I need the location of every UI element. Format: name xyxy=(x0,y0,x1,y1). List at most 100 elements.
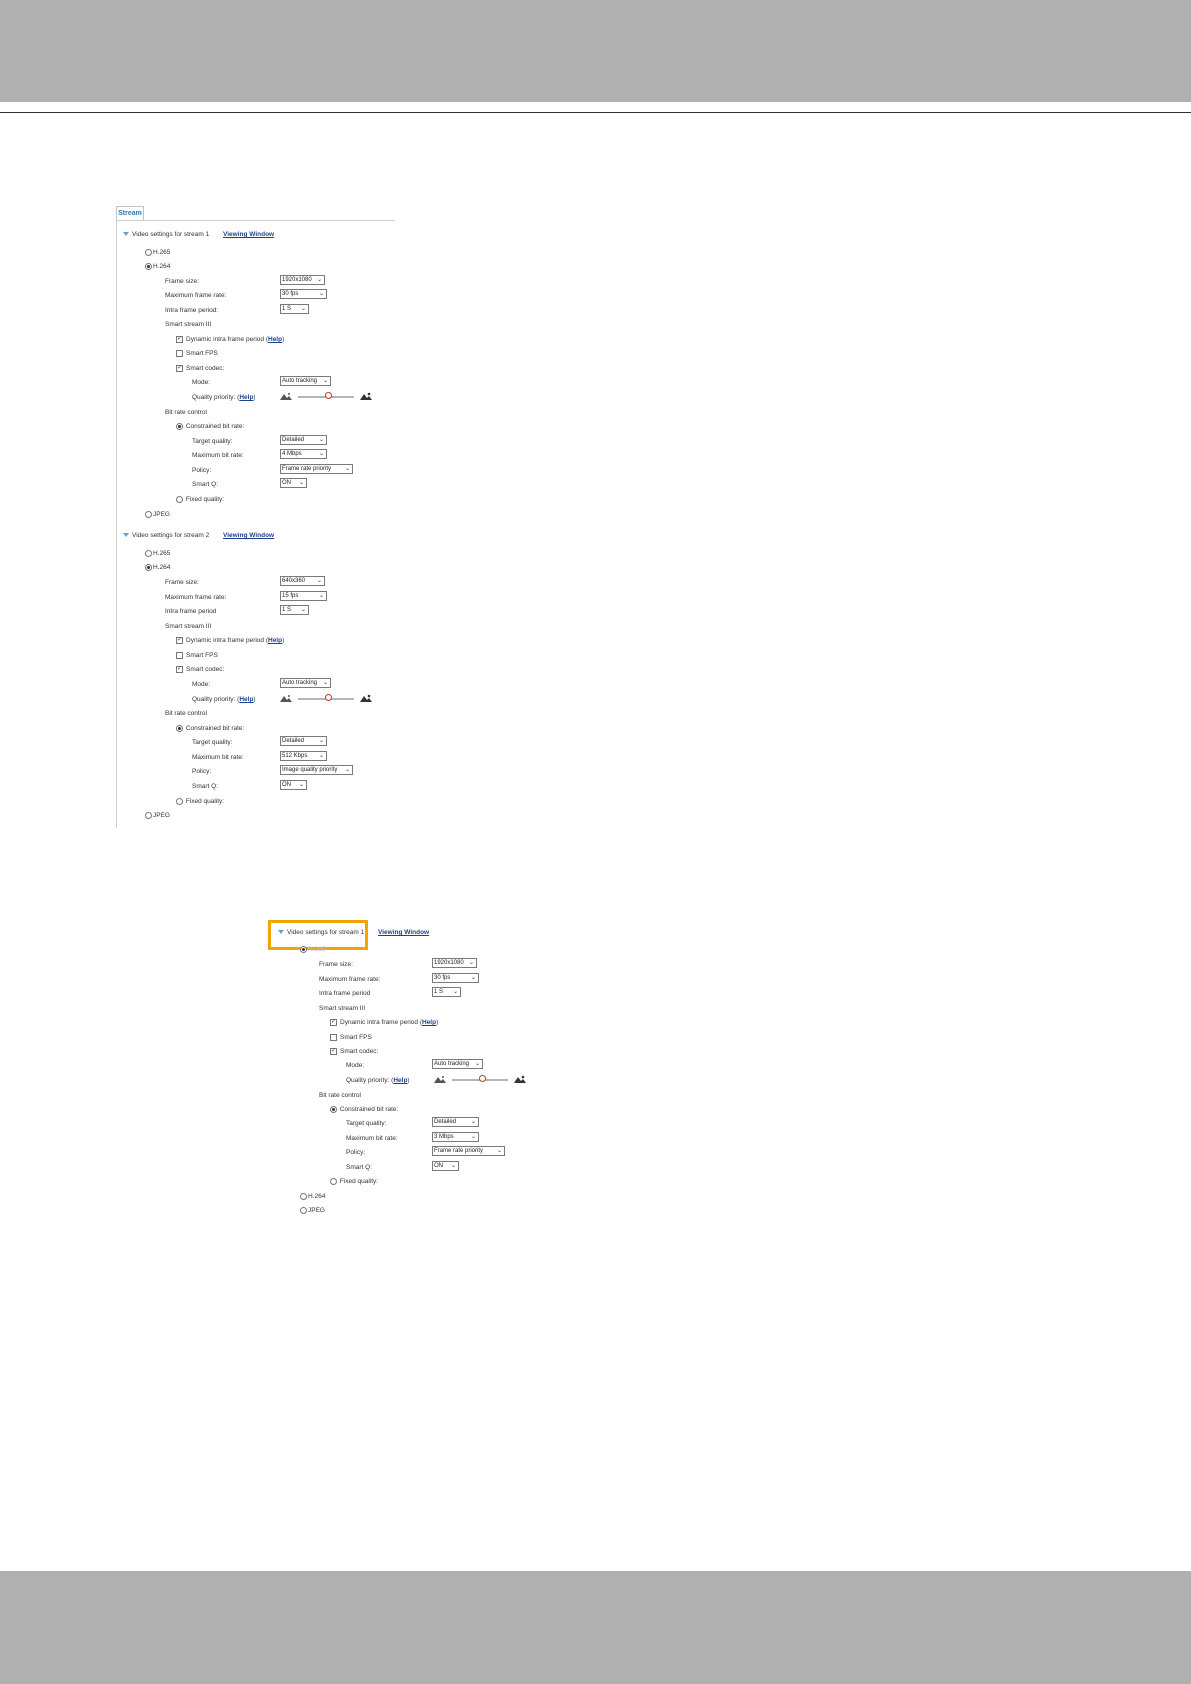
slider-thumb[interactable] xyxy=(325,392,333,399)
radio-h264[interactable] xyxy=(145,263,152,270)
collapse-triangle-icon[interactable] xyxy=(278,930,284,935)
slider-thumb[interactable] xyxy=(479,1075,487,1082)
intra-frame-select[interactable]: 1 S⌄ xyxy=(432,987,461,997)
constrained-bit-rate-radio-row[interactable]: Constrained bit rate: xyxy=(330,1106,398,1113)
fixed-quality-radio-row[interactable]: Fixed quality: xyxy=(330,1178,378,1185)
dynamic-intra-checkbox-row[interactable]: ✓Dynamic intra frame period (Help) xyxy=(176,637,285,645)
radio-fixed-quality[interactable] xyxy=(176,496,183,503)
max-frame-rate-select[interactable]: 30 fps⌄ xyxy=(432,973,479,983)
intra-frame-select[interactable]: 1 S⌄ xyxy=(280,304,309,314)
stream1-codec-h264[interactable]: H.264 xyxy=(145,263,170,270)
high-quality-icon xyxy=(360,694,372,702)
constrained-bit-rate-radio-row[interactable]: Constrained bit rate: xyxy=(176,725,244,732)
frame-size-select[interactable]: 1920x1080⌄ xyxy=(280,275,325,285)
stream2-viewing-window-link[interactable]: Viewing Window xyxy=(223,532,275,539)
checkbox-checked[interactable]: ✓ xyxy=(176,336,183,343)
stream2-codec-h265[interactable]: H.265 xyxy=(145,550,170,557)
checkbox-checked[interactable]: ✓ xyxy=(330,1048,337,1055)
radio-constrained[interactable] xyxy=(176,423,183,430)
fixed-quality-radio-row[interactable]: Fixed quality: xyxy=(176,798,224,805)
stream2-codec-jpeg[interactable]: JPEG xyxy=(145,812,170,819)
help-link[interactable]: Help xyxy=(268,336,283,344)
checkbox-unchecked[interactable] xyxy=(176,652,183,659)
stream1-section-header[interactable]: Video settings for stream 1 Viewing Wind… xyxy=(123,231,274,238)
help-link[interactable]: Help xyxy=(239,394,254,401)
frame-size-select[interactable]: 640x360⌄ xyxy=(280,576,325,586)
policy-select[interactable]: Frame rate priority⌄ xyxy=(280,464,353,474)
fixed-quality-radio-row[interactable]: Fixed quality: xyxy=(176,496,224,503)
tab-stream[interactable]: Stream xyxy=(116,206,144,220)
stream1-codec-jpeg[interactable]: JPEG xyxy=(145,511,170,518)
mode-select[interactable]: Auto tracking⌄ xyxy=(432,1059,483,1069)
radio-h264[interactable] xyxy=(300,1193,307,1200)
dynamic-intra-checkbox-row[interactable]: ✓Dynamic intra frame period (Help) xyxy=(176,336,285,344)
chevron-down-icon: ⌄ xyxy=(474,1061,480,1067)
smart-codec-checkbox-row[interactable]: ✓Smart codec: xyxy=(176,666,225,674)
help-link[interactable]: Help xyxy=(422,1019,437,1027)
policy-select[interactable]: Frame rate priority⌄ xyxy=(432,1146,505,1156)
checkbox-unchecked[interactable] xyxy=(176,350,183,357)
smart-q-select[interactable]: ON⌄ xyxy=(280,478,307,488)
smart-q-select[interactable]: ON⌄ xyxy=(280,780,307,790)
radio-h264[interactable] xyxy=(145,564,152,571)
smart-q-select[interactable]: ON⌄ xyxy=(432,1161,459,1171)
radio-fixed-quality[interactable] xyxy=(330,1178,337,1185)
help-link[interactable]: Help xyxy=(268,637,283,645)
max-bit-rate-select[interactable]: 4 Mbps⌄ xyxy=(280,449,327,459)
target-quality-select[interactable]: Detailed⌄ xyxy=(280,435,327,445)
max-frame-rate-select[interactable]: 30 fps⌄ xyxy=(280,289,327,299)
help-link[interactable]: Help xyxy=(239,696,254,703)
policy-select[interactable]: Image quality priority⌄ xyxy=(280,765,353,775)
mode-select[interactable]: Auto tracking⌄ xyxy=(280,376,331,386)
slider-thumb[interactable] xyxy=(325,694,333,701)
stream2-section-header[interactable]: Video settings for stream 2 Viewing Wind… xyxy=(123,532,274,539)
detail-codec-jpeg[interactable]: JPEG xyxy=(300,1207,325,1214)
chevron-down-icon: ⌄ xyxy=(298,480,304,486)
smart-codec-checkbox-row[interactable]: ✓Smart codec: xyxy=(330,1048,379,1056)
checkbox-checked[interactable]: ✓ xyxy=(176,637,183,644)
help-link[interactable]: Help xyxy=(393,1077,408,1084)
radio-h265[interactable] xyxy=(145,249,152,256)
radio-fixed-quality[interactable] xyxy=(176,798,183,805)
target-quality-select[interactable]: Detailed⌄ xyxy=(432,1117,479,1127)
max-frame-rate-select[interactable]: 15 fps⌄ xyxy=(280,591,327,601)
target-quality-select[interactable]: Detailed⌄ xyxy=(280,736,327,746)
quality-priority-slider[interactable] xyxy=(280,693,372,703)
stream1-codec-h265[interactable]: H.265 xyxy=(145,249,170,256)
checkbox-checked[interactable]: ✓ xyxy=(176,365,183,372)
intra-frame-select[interactable]: 1 S⌄ xyxy=(280,605,309,615)
detail-section-header[interactable]: Video settings for stream 1 Viewing Wind… xyxy=(278,929,429,936)
smart-fps-checkbox-row[interactable]: Smart FPS xyxy=(176,652,218,659)
quality-priority-slider[interactable] xyxy=(434,1074,526,1084)
checkbox-unchecked[interactable] xyxy=(330,1034,337,1041)
chevron-down-icon: ⌄ xyxy=(468,960,474,966)
smart-fps-checkbox-row[interactable]: Smart FPS xyxy=(330,1034,372,1041)
radio-constrained[interactable] xyxy=(330,1106,337,1113)
smart-codec-checkbox-row[interactable]: ✓Smart codec: xyxy=(176,365,225,373)
constrained-bit-rate-radio-row[interactable]: Constrained bit rate: xyxy=(176,423,244,430)
mode-select[interactable]: Auto tracking⌄ xyxy=(280,678,331,688)
radio-h265[interactable] xyxy=(145,550,152,557)
max-bit-rate-select[interactable]: 3 Mbps⌄ xyxy=(432,1132,479,1142)
checkbox-checked[interactable]: ✓ xyxy=(330,1019,337,1026)
detail-codec-h264[interactable]: H.264 xyxy=(300,1193,325,1200)
frame-size-select[interactable]: 1920x1080⌄ xyxy=(432,958,477,968)
detail-codec-h265[interactable]: H.265 xyxy=(300,946,325,953)
smart-fps-checkbox-row[interactable]: Smart FPS xyxy=(176,350,218,357)
radio-constrained[interactable] xyxy=(176,725,183,732)
quality-priority-slider[interactable] xyxy=(280,391,372,401)
radio-jpeg[interactable] xyxy=(300,1207,307,1214)
chevron-down-icon: ⌄ xyxy=(322,680,328,686)
radio-jpeg[interactable] xyxy=(145,511,152,518)
detail-viewing-window-link[interactable]: Viewing Window xyxy=(378,929,430,936)
checkbox-checked[interactable]: ✓ xyxy=(176,666,183,673)
highlight-box xyxy=(268,920,368,950)
radio-h265[interactable] xyxy=(300,946,307,953)
stream1-viewing-window-link[interactable]: Viewing Window xyxy=(223,231,275,238)
dynamic-intra-checkbox-row[interactable]: ✓Dynamic intra frame period (Help) xyxy=(330,1019,439,1027)
radio-jpeg[interactable] xyxy=(145,812,152,819)
collapse-triangle-icon[interactable] xyxy=(123,533,129,538)
collapse-triangle-icon[interactable] xyxy=(123,232,129,237)
stream2-codec-h264[interactable]: H.264 xyxy=(145,564,170,571)
max-bit-rate-select[interactable]: 512 Kbps⌄ xyxy=(280,751,327,761)
